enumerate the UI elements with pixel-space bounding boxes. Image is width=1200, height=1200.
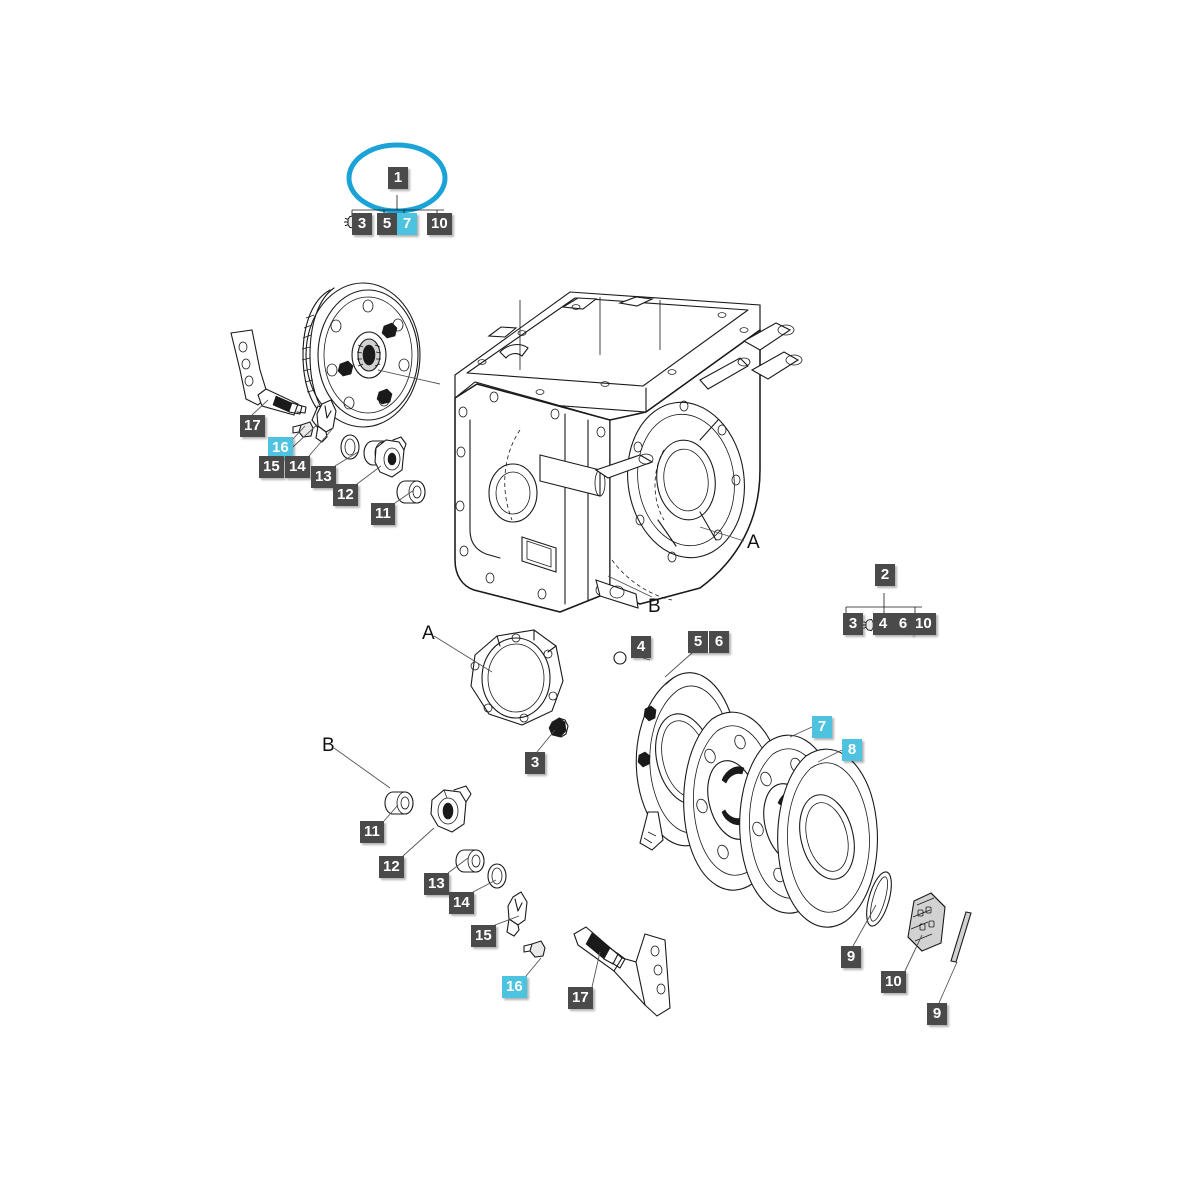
bearing-cage-10 (907, 892, 946, 952)
letter-B-housing: B (648, 596, 661, 617)
shift-lever-arm-bottom (573, 926, 671, 1017)
leader-line (852, 904, 877, 947)
leader-line (904, 934, 923, 972)
leader-line (394, 489, 415, 504)
leader-line (447, 857, 469, 874)
group-2-child-badge-6-2[interactable]: 6 (893, 613, 913, 635)
leader-line (308, 427, 334, 457)
callout-badge-c-11-top[interactable]: 11 (371, 503, 395, 525)
callout-badge-c-13-bot[interactable]: 13 (424, 873, 449, 895)
callout-badge-c-9-right[interactable]: 9 (927, 1003, 947, 1025)
pin-9-right (950, 911, 972, 963)
letter-B-bottom: B (322, 735, 335, 756)
bolt-16-upper (292, 421, 314, 438)
bushing-13-bottom (455, 849, 485, 873)
shift-lever-arm-upper (230, 329, 307, 416)
callout-badge-c-16-bot[interactable]: 16 (502, 976, 527, 998)
group-1-parent-badge[interactable]: 1 (388, 167, 408, 189)
sleeve-11-bottom (384, 791, 414, 815)
group-1-child-badge-7-2[interactable]: 7 (397, 213, 417, 235)
o-ring-9-left (866, 871, 892, 927)
leader-lines (251, 399, 958, 1004)
callout-badge-c-3-mid[interactable]: 3 (525, 752, 545, 774)
leader-line (494, 915, 520, 926)
shift-fork-15-bottom (506, 891, 528, 937)
leader-line (251, 399, 269, 416)
leader-line (699, 526, 745, 542)
brake-plate-8 (777, 748, 878, 928)
callout-badge-c-14-bot[interactable]: 14 (449, 892, 474, 914)
callout-badge-c-11-bot[interactable]: 11 (360, 821, 384, 843)
leader-line (642, 657, 651, 661)
leader-line (607, 575, 653, 598)
letter-A-housing: A (747, 532, 760, 553)
callout-badge-c-9-left[interactable]: 9 (841, 946, 861, 968)
callout-badge-c-14-top[interactable]: 14 (285, 456, 310, 478)
group-2-parent-badge[interactable]: 2 (875, 564, 895, 586)
leader-line (536, 729, 556, 753)
leader-line (433, 635, 493, 673)
cover-plate-A (470, 629, 564, 726)
leader-line (664, 652, 693, 678)
group-2-child-badge-4-1[interactable]: 4 (873, 613, 893, 635)
group-1-child-badge-10-3[interactable]: 10 (427, 213, 452, 235)
callout-badge-c-7-mid[interactable]: 7 (812, 716, 832, 738)
washer-14-upper (340, 434, 360, 460)
pivot-body-12-bottom (430, 785, 472, 833)
selection-ring-group (346, 142, 448, 214)
transmission-housing (454, 291, 803, 613)
pivot-body-12-upper (374, 436, 407, 478)
group-2-bracket (845, 593, 922, 615)
bolt-16-bottom (523, 940, 546, 958)
leader-line (817, 749, 843, 763)
group-2-child-badge-10-3[interactable]: 10 (911, 613, 936, 635)
callout-badge-c-10-right[interactable]: 10 (881, 971, 906, 993)
washer-14-bottom (487, 863, 507, 889)
callout-badge-c-4-mid[interactable]: 4 (631, 636, 651, 658)
leader-line (789, 726, 813, 738)
leader-line (356, 465, 382, 485)
callout-badge-c-15-bot[interactable]: 15 (471, 925, 496, 947)
group-1-child-badge-5-1[interactable]: 5 (377, 213, 397, 235)
leader-line (525, 957, 542, 977)
part-icon-group-2 (862, 618, 874, 632)
leader-line (334, 451, 359, 467)
leader-line (383, 804, 399, 822)
callout-badge-c-17-bot[interactable]: 17 (568, 987, 593, 1009)
callout-badge-c-16-top[interactable]: 16 (268, 437, 293, 459)
callout-badge-c-12-bot[interactable]: 12 (379, 856, 404, 878)
callout-badge-c-56-mid-part-5[interactable]: 5 (693, 633, 703, 650)
leader-line (291, 425, 306, 441)
leader-line (402, 827, 435, 857)
leader-line (938, 961, 958, 1004)
group-2-child-badge-3-0[interactable]: 3 (843, 613, 863, 635)
letter-A-plate: A (422, 623, 435, 644)
leader-line (333, 747, 391, 789)
callout-badge-c-56-mid-part-6[interactable]: 6 (708, 631, 729, 653)
callout-badge-c-13-top[interactable]: 13 (311, 466, 336, 488)
selection-ellipse (346, 142, 448, 214)
leader-line (472, 879, 497, 893)
leader-line (591, 951, 601, 988)
callout-badge-c-17-top[interactable]: 17 (240, 415, 265, 437)
group-1-child-badge-3-0[interactable]: 3 (352, 213, 372, 235)
callout-badge-c-12-top[interactable]: 12 (333, 484, 358, 506)
callout-badge-c-8-mid[interactable]: 8 (842, 739, 862, 761)
o-ring-4 (613, 651, 627, 665)
brake-disc-stack (683, 711, 878, 928)
callout-badge-c-15-top[interactable]: 15 (259, 456, 284, 478)
